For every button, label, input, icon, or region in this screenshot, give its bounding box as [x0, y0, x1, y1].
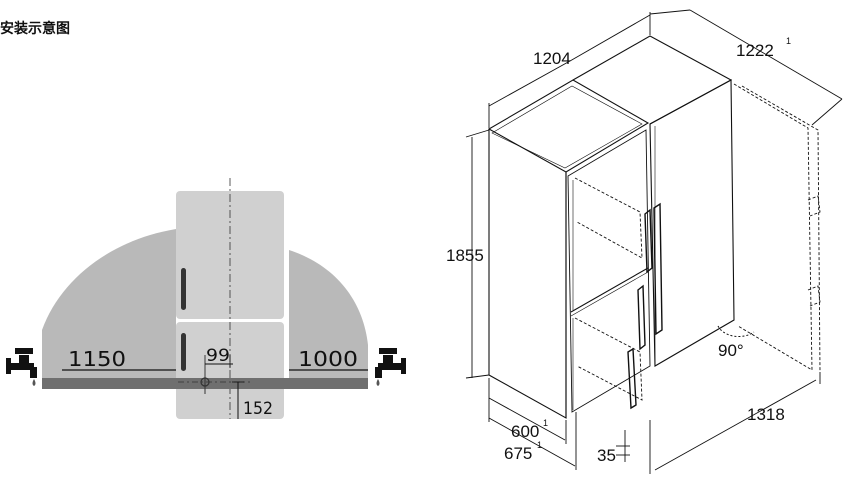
left-water-tap-icon	[6, 348, 37, 386]
dim-1000-label: 1000	[298, 347, 358, 371]
clearance-label: 1318	[747, 405, 785, 424]
isometric-view	[465, 9, 843, 474]
depth-footnote: 1	[543, 418, 548, 428]
right-water-tap-icon	[375, 348, 406, 386]
depth-open-label: 675	[504, 444, 532, 463]
isometric-labels: 1204 1222 1 1855 600 1 675 1 35 90° 1318	[446, 36, 791, 465]
dim-152-label: 152	[243, 399, 273, 419]
dim-1150-label: 1150	[68, 347, 126, 371]
open-door-outline	[574, 83, 821, 401]
gap-label: 35	[597, 446, 616, 465]
right-door-swing-area	[289, 250, 368, 378]
depth-open-footnote: 1	[537, 440, 542, 450]
depth-label: 600	[511, 422, 539, 441]
width-open-label: 1222	[736, 41, 774, 60]
right-cabinet	[572, 35, 735, 367]
plan-view: 1150 1000 99 152	[6, 178, 406, 419]
page-title: 安装示意图	[0, 21, 70, 37]
width-label: 1204	[533, 49, 571, 68]
left-door-swing-area	[42, 229, 176, 378]
height-label: 1855	[446, 246, 484, 265]
left-cabinet	[487, 79, 651, 419]
handles	[627, 202, 663, 410]
lower-handle	[181, 333, 186, 371]
door-angle-label: 90°	[718, 341, 744, 360]
upper-handle	[181, 268, 186, 310]
width-open-footnote: 1	[786, 36, 791, 46]
door-angle-arc	[717, 325, 755, 337]
dim-99-label: 99	[206, 346, 230, 366]
dimension-lines	[465, 9, 843, 474]
